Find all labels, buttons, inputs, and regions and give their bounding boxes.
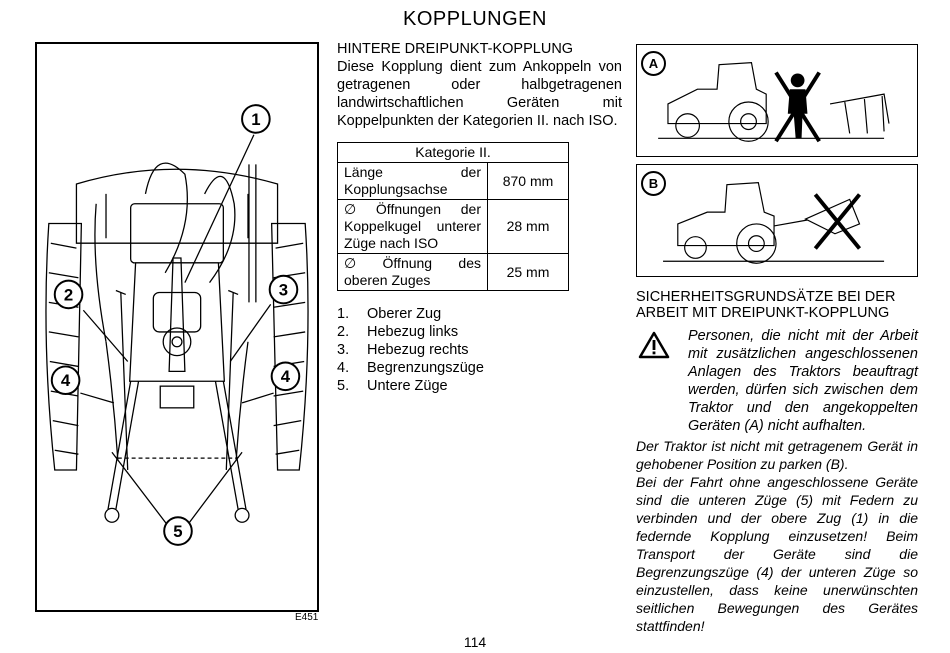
callout-1: 1 — [241, 104, 271, 134]
figure-code: E451 — [295, 612, 319, 623]
page-title: KOPPLUNGEN — [403, 8, 547, 30]
figure-b-badge: B — [641, 171, 666, 196]
safety-heading: SICHERHEITSGRUNDSÄTZE BEI DER ARBEIT MIT… — [636, 289, 896, 321]
row-label: ∅ Öffnungen der Koppelkugel unterer Züge… — [337, 199, 488, 254]
table-row: ∅ Öffnung des oberen Zuges 25 mm — [337, 253, 569, 291]
hitch-drawing: 1 2 3 4 4 5 — [45, 104, 309, 546]
callout-4-left: 4 — [50, 365, 81, 396]
safety-column: A B — [636, 44, 918, 635]
svg-text:1: 1 — [251, 110, 260, 129]
svg-text:4: 4 — [281, 367, 291, 386]
table-header-row: Kategorie II. — [337, 142, 569, 163]
section-heading: HINTERE DREIPUNKT-KOPPLUNG — [337, 41, 574, 57]
list-item: 2.Hebezug links — [337, 324, 459, 340]
list-item: 3.Hebezug rechts — [337, 342, 469, 358]
row-label: Länge der Kopplungsachse — [337, 162, 488, 200]
table-row: ∅ Öffnungen der Koppelkugel unterer Züge… — [337, 199, 569, 254]
three-point-hitch-illustration: 1 2 3 4 4 5 — [35, 42, 319, 612]
row-value: 25 mm — [487, 253, 569, 291]
svg-text:4: 4 — [61, 371, 71, 390]
svg-text:2: 2 — [64, 285, 73, 304]
row-value: 870 mm — [487, 162, 569, 200]
svg-text:5: 5 — [173, 522, 182, 541]
callout-4-right: 4 — [270, 361, 301, 392]
intro-paragraph: Diese Kopplung dient zum Ankoppeln von g… — [337, 59, 622, 129]
list-item: 4.Begrenzungszüge — [337, 360, 484, 376]
list-item: 1.Oberer Zug — [337, 306, 442, 322]
table-header: Kategorie II. — [337, 142, 569, 163]
svg-text:3: 3 — [279, 280, 288, 299]
hitch-description-column: HINTERE DREIPUNKT-KOPPLUNG Diese Kopplun… — [337, 40, 622, 395]
note-transport: Bei der Fahrt ohne angeschlossene Geräte… — [636, 474, 918, 634]
callout-2: 2 — [53, 279, 84, 310]
tractor-raised-implement-drawing — [663, 182, 885, 264]
prohibition-cross-icon — [813, 193, 862, 250]
figure-b-no-raised-parking: B — [636, 164, 918, 277]
figure-a-badge: A — [641, 51, 666, 76]
callout-5: 5 — [163, 516, 193, 546]
list-item: 5.Untere Züge — [337, 378, 448, 394]
safety-notes: Der Traktor ist nicht mit getragenem Ger… — [636, 437, 918, 635]
category-spec-table: Kategorie II. Länge der Kopplungsachse 8… — [337, 142, 569, 291]
callout-3: 3 — [268, 274, 299, 305]
figure-a-no-person-between: A — [636, 44, 918, 157]
row-value: 28 mm — [487, 199, 569, 254]
warning-triangle-icon — [638, 331, 670, 359]
table-row: Länge der Kopplungsachse 870 mm — [337, 162, 569, 200]
tractor-person-drawing — [658, 62, 890, 143]
prohibition-cross-icon — [774, 71, 821, 143]
warning-text: Personen, die nicht mit der Arbeit mit z… — [688, 328, 918, 434]
page-number: 114 — [463, 634, 487, 650]
warning-block: Personen, die nicht mit der Arbeit mit z… — [636, 327, 918, 435]
parts-list: 1.Oberer Zug 2.Hebezug links 3.Hebezug r… — [337, 305, 622, 395]
row-label: ∅ Öffnung des oberen Zuges — [337, 253, 488, 291]
note-parking: Der Traktor ist nicht mit getragenem Ger… — [636, 438, 918, 472]
